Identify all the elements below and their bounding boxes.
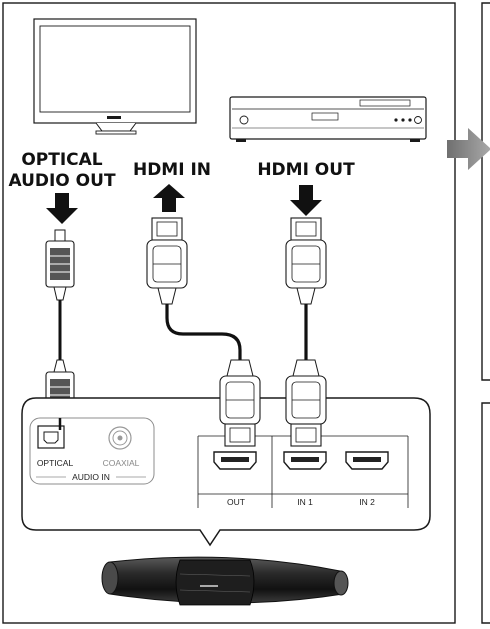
soundbar-icon <box>101 556 349 606</box>
coaxial-port-label: COAXIAL <box>103 458 140 468</box>
next-step-arrow-icon <box>447 128 490 170</box>
hdmi-in1-port-label: IN 1 <box>297 497 313 507</box>
right-frame-top <box>481 2 490 381</box>
hdmi-in-cable-icon <box>146 217 242 360</box>
hdmi-plug-out-icon <box>219 359 261 447</box>
hdmi-in2-port-label: IN 2 <box>359 497 375 507</box>
hdmi-out-port-icon <box>213 451 257 470</box>
arrow-down-optical-icon <box>46 193 78 224</box>
hdmi-in2-port-icon <box>345 451 389 470</box>
optical-audio-out-label-2: AUDIO OUT <box>8 171 116 191</box>
tv-icon <box>33 18 197 135</box>
hdmi-out-cable-icon <box>285 217 327 362</box>
hdmi-out-label: HDMI OUT <box>257 160 355 180</box>
optical-port-icon <box>37 425 65 449</box>
hdmi-plug-in1-icon <box>285 359 327 447</box>
arrow-down-hdmi-out-icon <box>290 185 322 216</box>
optical-port-label: OPTICAL <box>37 458 74 468</box>
hdmi-in-label: HDMI IN <box>133 160 211 180</box>
optical-audio-out-label: OPTICAL <box>21 150 102 170</box>
bluray-player-icon <box>229 96 427 142</box>
audio-in-label: AUDIO IN <box>72 472 110 482</box>
hdmi-out-port-label: OUT <box>227 497 245 507</box>
coaxial-port-icon <box>108 426 132 450</box>
right-frame-bottom <box>481 402 490 624</box>
arrow-up-hdmi-in-icon <box>153 184 185 212</box>
hdmi-in1-port-icon <box>283 451 327 470</box>
